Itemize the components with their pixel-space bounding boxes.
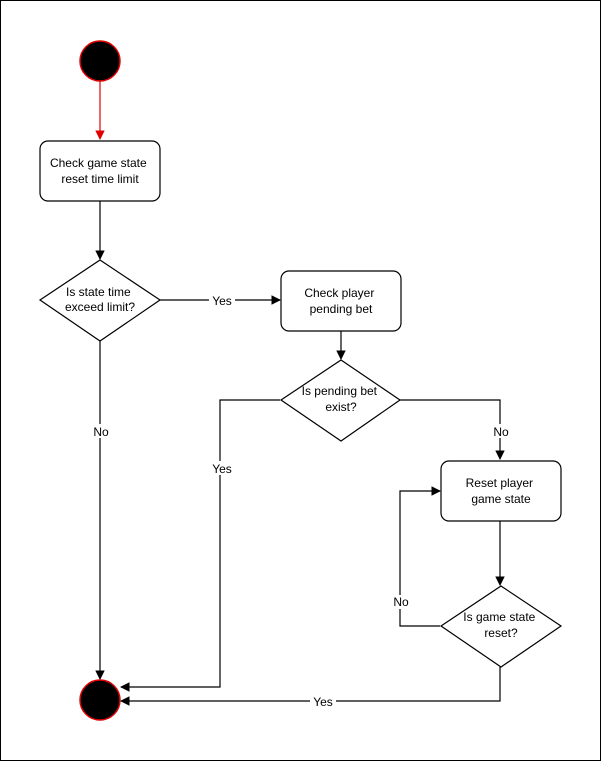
edge-game-state-reset-no (399, 486, 441, 627)
edge-game-state-reset-yes (120, 667, 501, 706)
check-game-state-node: Check game state reset time limit (39, 140, 161, 202)
pending-bet-decision-line-1: Is pending bet (302, 384, 378, 398)
svg-text:Is state time exceed lim: Is state time exceed limit? (65, 285, 135, 314)
edge-pending-bet-no (400, 399, 505, 460)
reset-player-state-line-1: Reset player (466, 476, 533, 490)
label-pending-bet-no-text: No (493, 425, 509, 439)
label-game-state-reset-no: No (391, 595, 411, 609)
check-game-state-line-1: Check game state (50, 156, 147, 170)
label-state-time-yes-text: Yes (212, 294, 232, 308)
reset-player-state-node: Reset player game state (440, 460, 562, 522)
label-game-state-reset-yes-text: Yes (313, 695, 333, 709)
pending-bet-decision-node: Is pending bet exist? (279, 359, 402, 442)
label-game-state-reset-yes: Yes (310, 694, 336, 709)
state-time-decision-node: Is state time exceed limit? (38, 259, 162, 342)
label-state-time-yes: Yes (209, 293, 235, 308)
state-time-decision-line-1: Is state time (66, 285, 131, 299)
svg-text:Check game state reset t: Check game state reset time limit (50, 156, 150, 186)
svg-text:Is pending bet exist?: Is pending bet exist? (302, 384, 381, 414)
reset-player-state-line-2: game state (471, 492, 531, 506)
pending-bet-decision-line-2: exist? (325, 400, 357, 414)
label-pending-bet-yes: Yes (209, 461, 235, 476)
game-state-reset-decision-line-1: Is game state (463, 610, 535, 624)
check-pending-bet-line-2: pending bet (310, 302, 373, 316)
end-node (79, 679, 121, 721)
check-pending-bet-node: Check player pending bet (280, 270, 402, 332)
label-pending-bet-yes-text: Yes (212, 462, 232, 476)
game-state-reset-decision-node: Is game state reset? (439, 585, 563, 668)
svg-text:Check player pending bet: Check player pending bet (304, 286, 377, 316)
state-time-decision-line-2: exceed limit? (65, 300, 135, 314)
game-state-reset-decision-line-2: reset? (484, 626, 518, 640)
svg-text:Reset player game state: Reset player game state (466, 476, 537, 506)
check-game-state-line-2: reset time limit (61, 172, 139, 186)
edge-pending-bet-yes (120, 399, 280, 692)
svg-text:Is game state reset?: Is game state reset? (463, 610, 538, 640)
label-pending-bet-no: No (491, 424, 511, 439)
label-game-state-reset-no-text: No (393, 595, 409, 609)
check-pending-bet-line-1: Check player (304, 286, 374, 300)
label-state-time-no-text: No (93, 425, 109, 439)
label-state-time-no: No (91, 424, 111, 439)
start-node (79, 40, 121, 82)
